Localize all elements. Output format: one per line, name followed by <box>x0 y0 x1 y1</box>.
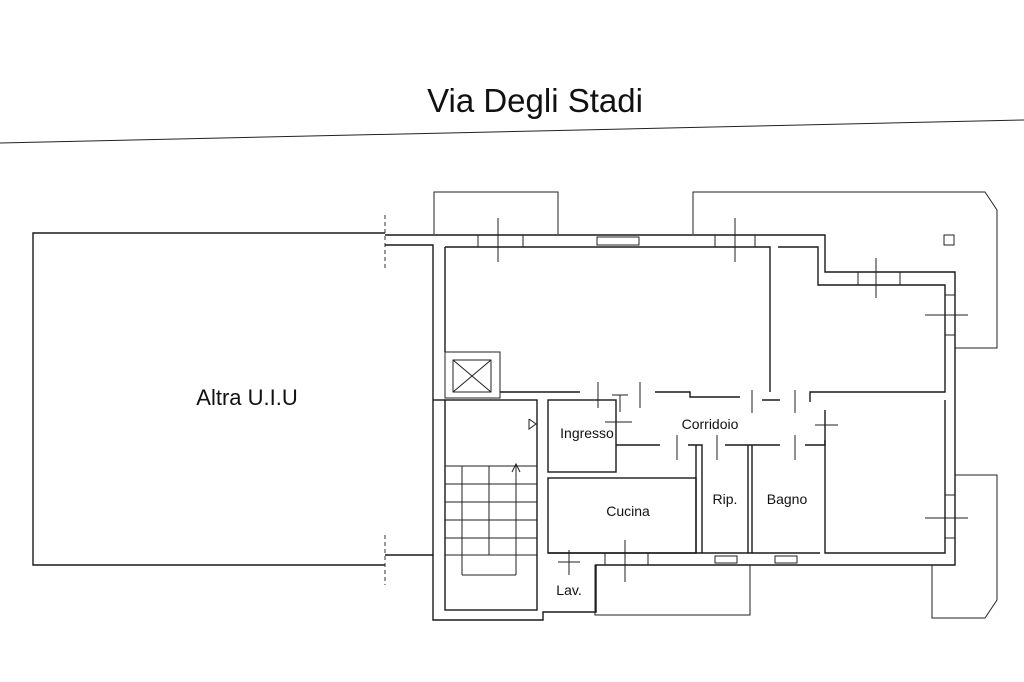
room-label-bagno: Bagno <box>766 491 808 507</box>
outer-walls <box>385 234 956 621</box>
neighbor-unit-outline <box>32 215 386 585</box>
neighbor-unit-label: Altra U.I.U <box>196 385 298 410</box>
stairwell <box>433 351 538 611</box>
street-line <box>0 119 1024 144</box>
windows <box>477 218 968 582</box>
room-label-cucina: Cucina <box>606 503 650 519</box>
room-label-ingresso: Ingresso <box>560 425 614 441</box>
room-label-ripostiglio: Rip. <box>712 491 738 507</box>
room-label-corridoio: Corridoio <box>681 416 739 432</box>
balconies <box>433 191 998 619</box>
room-label-lavanderia: Lav. <box>556 582 582 598</box>
interior-walls <box>547 382 838 554</box>
street-name-label: Via Degli Stadi <box>427 82 643 119</box>
